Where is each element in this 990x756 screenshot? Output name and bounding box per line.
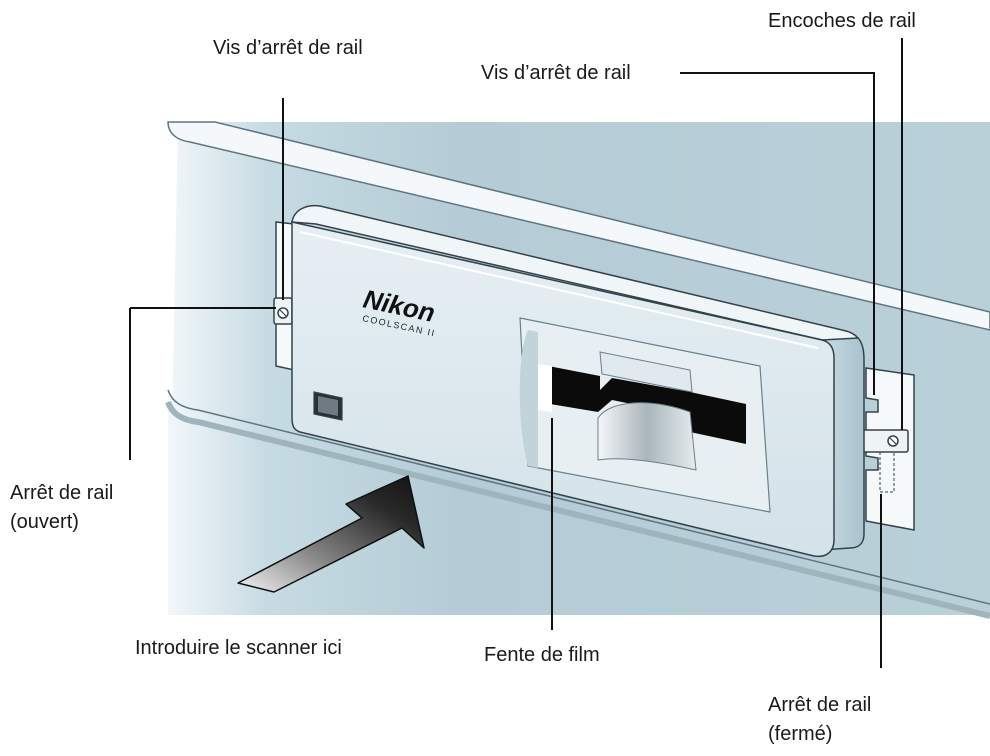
scanner-body: Nikon COOLSCAN II [291, 204, 865, 558]
label-stop-open-line1: Arrêt de rail [10, 482, 113, 504]
slot-tab [599, 351, 693, 393]
lower-bay [168, 395, 990, 615]
finger-scoop [597, 402, 697, 471]
front-highlight [299, 231, 819, 349]
label-stop-open-line2: (ouvert) [10, 511, 79, 533]
right-rail-stop-closed [859, 429, 909, 453]
insert-arrow [237, 475, 425, 593]
slot-left-edge [538, 364, 552, 412]
vent-inner [318, 396, 338, 416]
lower-bezel-shade [165, 400, 990, 619]
label-stop-closed-line1: Arrêt de rail [768, 694, 871, 716]
label-screw-left: Vis d’arrêt de rail [213, 37, 363, 59]
leader-lines [129, 38, 903, 668]
left-screw-slot [279, 309, 287, 317]
label-stop-closed-line2: (fermé) [768, 723, 832, 745]
label-notches: Encoches de rail [768, 10, 916, 32]
upper-bezel-edge [167, 121, 990, 331]
leader-screw-right [680, 72, 875, 395]
label-insert: Introduire le scanner ici [135, 637, 342, 659]
label-screw-right: Vis d’arrêt de rail [481, 62, 631, 84]
label-film-slot: Fente de film [484, 644, 600, 666]
callout-labels: Vis d’arrêt de rail Encoches de rail Vis… [10, 10, 916, 745]
lower-bezel-line [167, 389, 990, 605]
rail-plate-right [859, 367, 915, 531]
right-screw-slot [889, 437, 897, 445]
stop-hidden-outline [879, 451, 895, 493]
arrow-right-icon [237, 475, 425, 593]
slot-bezel-shade [519, 330, 538, 468]
